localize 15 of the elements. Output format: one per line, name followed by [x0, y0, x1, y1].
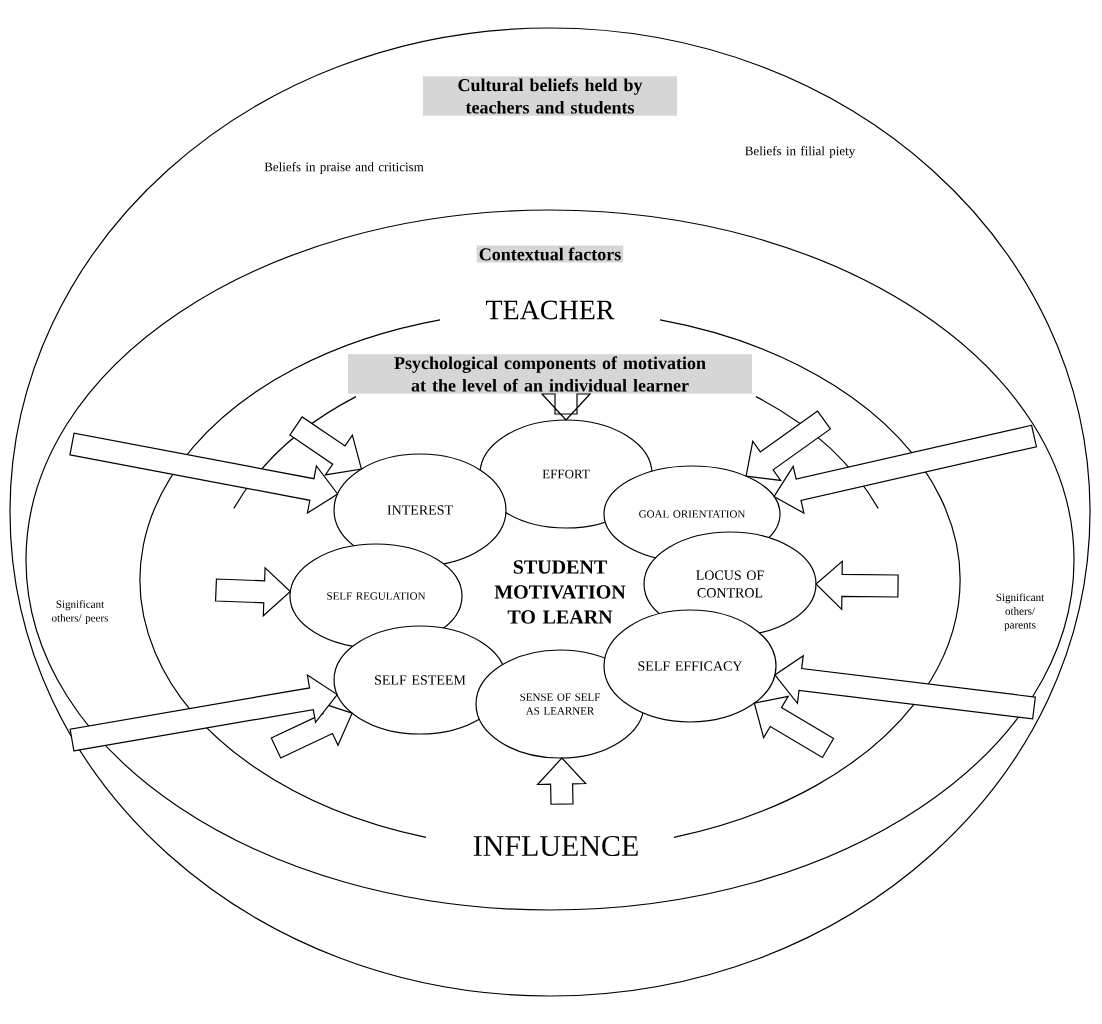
- block-arrow: [69, 432, 339, 515]
- ring-label: TEACHER: [485, 300, 615, 320]
- ring-label: INFLUENCE: [473, 835, 638, 857]
- block-arrow: [536, 757, 587, 805]
- block-arrow: [540, 393, 592, 421]
- heading: Cultural beliefs held by teachers and students: [423, 76, 677, 116]
- block-arrow: [753, 695, 835, 759]
- heading: Psychological components of motivation at the level of an individual learner: [348, 354, 752, 394]
- heading: Contextual factors: [476, 245, 624, 263]
- block-arrow: [774, 654, 1036, 720]
- block-arrow: [289, 416, 363, 476]
- block-arrow: [815, 560, 899, 611]
- block-arrow: [270, 700, 353, 759]
- block-arrow: [69, 673, 339, 752]
- block-arrow: [773, 424, 1038, 515]
